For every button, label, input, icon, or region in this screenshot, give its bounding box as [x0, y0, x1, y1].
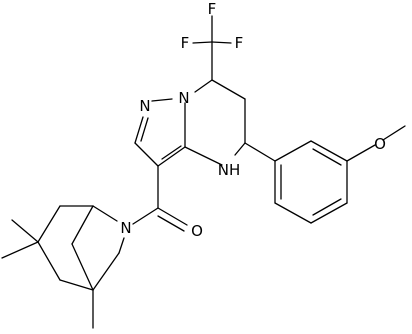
bond [157, 207, 188, 226]
bond [244, 142, 276, 162]
bond [312, 148, 342, 166]
bond [11, 219, 39, 243]
bond [346, 144, 376, 162]
bond [382, 125, 406, 141]
bond [194, 79, 213, 93]
bond [132, 207, 159, 225]
fluorine-label: F [208, 0, 217, 18]
trifluoromethyl-group [192, 15, 232, 81]
bond [157, 146, 186, 167]
bicyclic-ring [1, 205, 125, 329]
bond [71, 205, 94, 245]
bond [118, 237, 125, 254]
pyrimidine-ring [184, 79, 246, 166]
bond [151, 98, 173, 102]
bond [134, 116, 144, 144]
bond [274, 202, 312, 224]
nitrogen-label: N [120, 219, 131, 237]
bond [310, 140, 348, 162]
pyrazole-ring [134, 98, 186, 167]
bond [274, 140, 312, 162]
atom-labels: F F F N N NH O O N [120, 0, 386, 240]
bond [312, 198, 342, 216]
nitrogen-label: N [178, 89, 189, 107]
nitrogen-label: N [139, 97, 150, 115]
bond [134, 142, 159, 167]
oxygen-label: O [374, 135, 386, 153]
bond [71, 243, 94, 291]
bond [161, 145, 182, 160]
bond [59, 279, 94, 291]
bond [192, 41, 213, 44]
fluorine-label: F [181, 34, 190, 52]
bond [92, 205, 118, 222]
bond [211, 41, 232, 44]
fluorine-label: F [235, 34, 244, 52]
bond [184, 146, 223, 166]
bond [92, 252, 120, 291]
bond [310, 202, 348, 224]
bond [157, 215, 185, 232]
amine-nh-label: NH [218, 161, 241, 179]
carbonyl-group [132, 165, 188, 232]
bond [1, 241, 39, 259]
bond [37, 241, 61, 281]
bond [211, 79, 246, 100]
methoxyphenyl-group [244, 125, 406, 224]
bond [140, 117, 149, 142]
bond [37, 205, 61, 243]
oxygen-label: O [191, 222, 203, 240]
bond [234, 142, 246, 156]
